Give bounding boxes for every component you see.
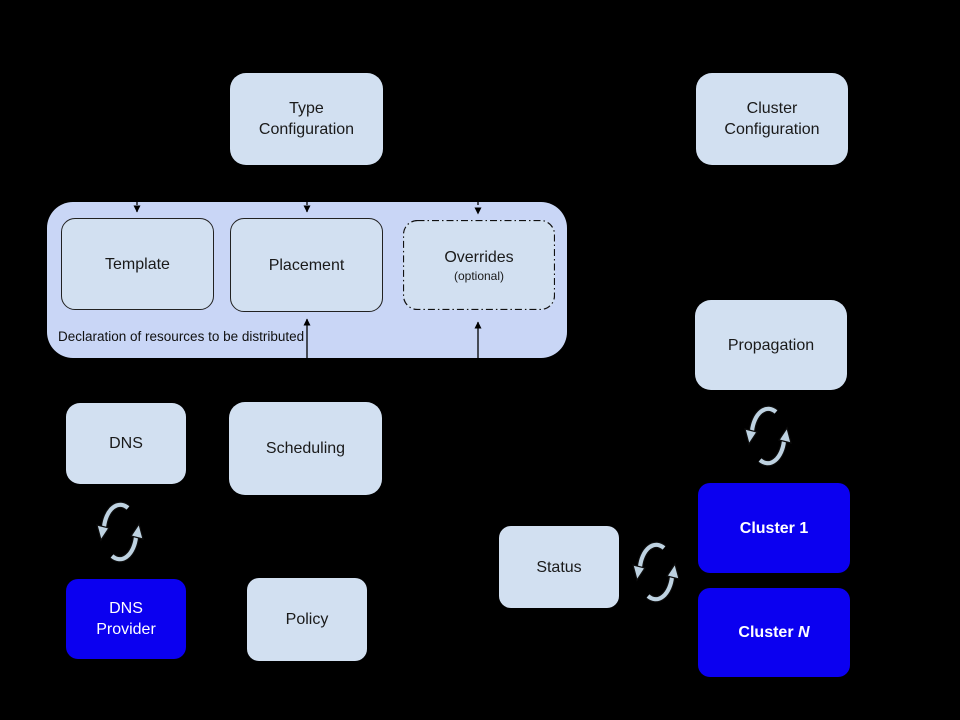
node-label: DNS	[109, 435, 143, 452]
node-label: Cluster 1	[739, 519, 809, 537]
container-caption: Declaration of resources to be distribut…	[58, 329, 305, 344]
node-policy: Policy	[247, 578, 367, 661]
node-label: DNS Provider	[96, 600, 156, 638]
node-label: Placement	[268, 256, 345, 274]
node-dns-provider: DNS Provider	[66, 579, 186, 659]
node-scheduling: Scheduling	[229, 402, 382, 495]
node-dns: DNS	[66, 403, 186, 484]
node-label: Scheduling	[265, 440, 346, 457]
node-template: Template	[61, 218, 214, 310]
node-label: Policy	[285, 611, 329, 628]
node-status: Status	[499, 526, 619, 608]
node-label: Template	[105, 255, 170, 273]
node-type-configuration: Type Configuration	[230, 73, 383, 165]
cluster-n-prefix: Cluster	[738, 624, 798, 641]
node-propagation: Propagation	[695, 300, 847, 390]
node-label: Cluster Configuration	[724, 100, 820, 138]
status-sync-icon	[630, 536, 680, 608]
node-label: Status	[536, 558, 582, 576]
node-label: Overrides	[444, 248, 514, 266]
dash-dot-border	[403, 220, 555, 310]
node-label: Type Configuration	[258, 100, 355, 138]
propagation-sync-icon	[743, 400, 793, 472]
node-placement: Placement	[230, 218, 383, 312]
node-label: Cluster N	[738, 622, 809, 643]
node-cluster-configuration: Cluster Configuration	[696, 73, 848, 165]
node-cluster-1: Cluster 1	[698, 483, 850, 573]
cluster-n-suffix: N	[798, 624, 810, 641]
node-label: Propagation	[727, 336, 815, 354]
node-cluster-n: Cluster N	[698, 588, 850, 677]
node-sublabel: (optional)	[453, 268, 505, 283]
node-overrides: Overrides (optional)	[403, 220, 555, 310]
dns-sync-icon	[95, 496, 145, 568]
